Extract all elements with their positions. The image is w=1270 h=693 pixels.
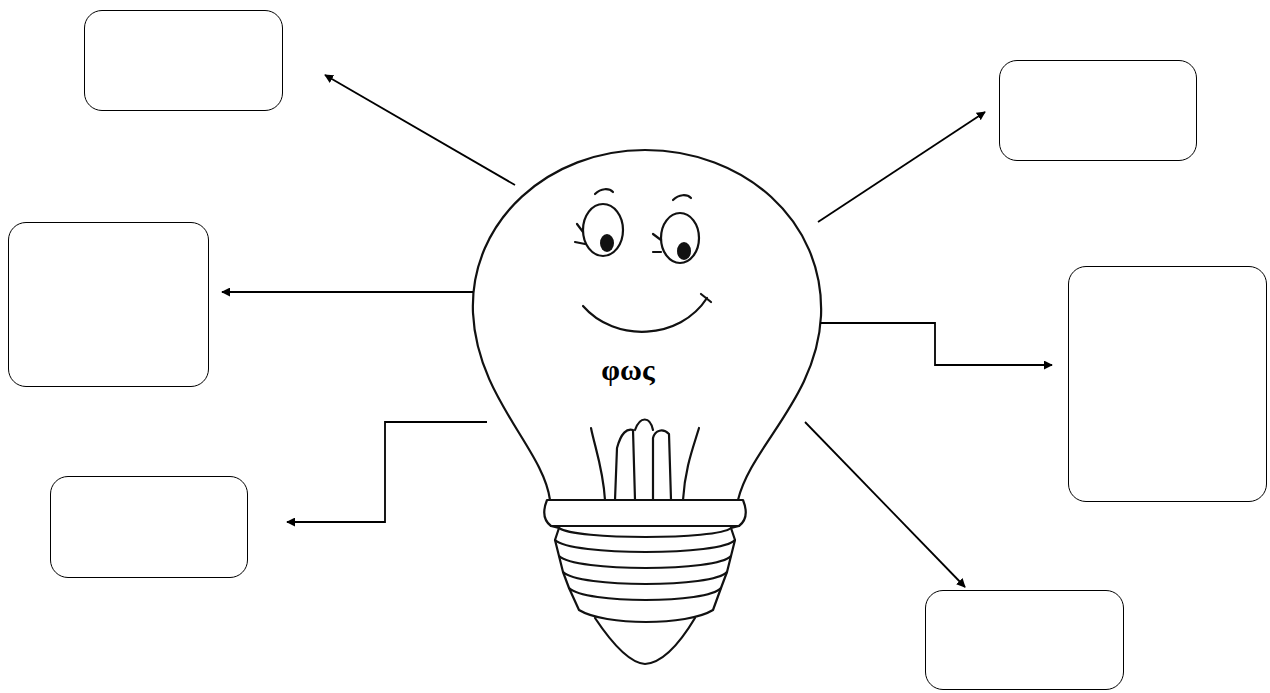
bulb-smile-end [701,294,711,302]
bulb-pupil [677,242,691,260]
bulb-label: φως [601,353,654,387]
filament-wire [591,428,605,500]
empty-box [1068,266,1267,502]
screw-thread [563,572,727,584]
arrow-connector [325,75,515,185]
empty-box [925,590,1124,690]
screw-thread [555,540,735,552]
filament-stem [615,430,635,500]
filament-wire [683,428,699,500]
light-bulb [455,148,835,668]
empty-box [50,476,248,578]
arrow-connector [287,422,487,522]
bulb-eye [583,204,623,256]
arrow-connector [820,323,1052,365]
bulb-eyebrow [595,189,691,200]
bulb-eye [661,213,699,263]
bulb-pupil [600,234,614,252]
arrow-connector [805,422,965,587]
light-bulb-node: φως [455,148,835,668]
arrow-connector [818,112,985,222]
bulb-smile [583,298,707,332]
screw-thread [569,588,721,600]
bulb-tip [595,618,695,664]
empty-box [8,222,209,387]
screw-thread [559,556,731,568]
bulb-eyelash [575,224,661,252]
empty-box [84,10,283,111]
filament-coil [635,420,653,431]
filament-stem [653,431,671,500]
bulb-collar [544,500,745,526]
bulb-glass [473,150,821,500]
bulb-base [551,526,739,622]
arrow-connector [222,291,473,293]
screw-thread [559,528,731,537]
empty-box [999,60,1197,161]
